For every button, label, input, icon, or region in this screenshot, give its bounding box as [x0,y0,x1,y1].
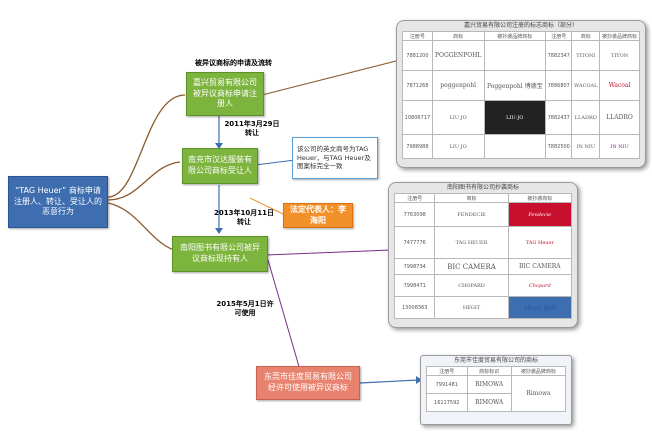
panel1-title: 嘉兴贸易有限公司注册的标志商标（部分） [463,22,578,29]
company-note: 该公司的英文商号为TAG Heuer，与TAG Heuer及图案标完全一致 [292,137,378,179]
node-transferee: 南充市汉达服装有限公司商标受让人 [182,148,258,184]
date-label-3: 2015年5月1日许可使用 [216,300,274,318]
left-summary-box: “TAG Heuer” 商标申请注册人、转让、受让人的恶意行为 [8,176,108,228]
panel3-title: 东莞市佳度贸易有限公司的商标 [453,357,538,364]
panel2-title: 南阳图书有限公司抄袭商标 [446,184,519,191]
panel-applicant-marks: 嘉兴贸易有限公司注册的标志商标（部分） 注册号商标被抄袭品牌商标 注册号商标被抄… [396,20,646,168]
legal-rep-box: 法定代表人：李海阳 [283,203,353,228]
date-label-1: 2011年3月29日转让 [224,120,280,138]
node-current-holder: 南阳图书有限公司被异议商标现持有人 [172,236,268,272]
node-licensee: 东莞市佳度贸易有限公司经许可使用被异议商标 [256,366,360,400]
node-applicant: 嘉兴贸易有限公司被异议商标申请注册人 [186,72,264,116]
flow-title: 被异议商标的申请及流转 [195,59,272,67]
date-label-2: 2013年10月11日转让 [214,209,274,227]
